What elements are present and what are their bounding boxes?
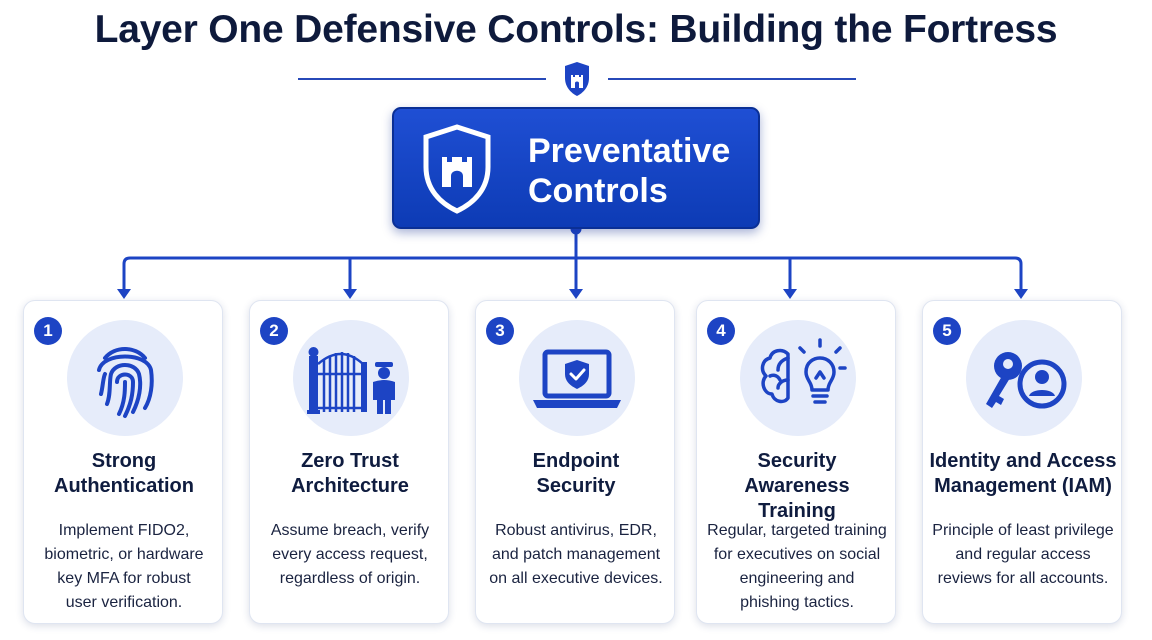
gate-guard-icon — [307, 347, 395, 414]
card-desc-line: reviews for all accounts. — [937, 570, 1109, 587]
card-desc-line: on all executive devices. — [489, 570, 663, 587]
card-desc-line: key MFA for robust — [57, 570, 191, 587]
hero-label-line: Preventative — [528, 132, 731, 170]
card-title-line: Security Awareness — [744, 450, 850, 497]
icon-circle — [293, 320, 409, 436]
title-divider-right — [608, 78, 856, 80]
card-identity-access-management: 5 Identity and Access Management (IAM) P… — [922, 300, 1122, 624]
card-title: Security Awareness Training — [703, 449, 891, 524]
step-number-badge: 2 — [260, 317, 288, 345]
card-desc-line: every access request, — [272, 546, 428, 563]
card-security-awareness-training: 4 Security Awareness Training Regular, t… — [696, 300, 896, 624]
card-endpoint-security: 3 Endpoint Security Robust antivirus, ED… — [475, 300, 675, 624]
preventative-controls-box: Preventative Controls — [392, 107, 760, 229]
card-description: Regular, targeted training for executive… — [705, 519, 889, 615]
icon-circle — [519, 320, 635, 436]
card-title-line: Identity and Access — [929, 450, 1117, 472]
card-description: Implement FIDO2, biometric, or hardware … — [32, 519, 216, 615]
step-number-badge: 3 — [486, 317, 514, 345]
card-title-line: Endpoint — [532, 450, 620, 472]
card-desc-line: Robust antivirus, EDR, — [495, 522, 657, 539]
card-desc-line: for executives on social — [713, 546, 881, 563]
card-title-line: Management (IAM) — [934, 475, 1112, 497]
card-title-line: Strong — [91, 450, 157, 472]
card-desc-line: Regular, targeted training — [707, 522, 887, 539]
icon-circle — [67, 320, 183, 436]
card-desc-line: phishing tactics. — [740, 594, 854, 611]
card-description: Assume breach, verify every access reque… — [258, 519, 442, 591]
step-number-badge: 4 — [707, 317, 735, 345]
card-title-line: Architecture — [291, 475, 409, 497]
card-zero-trust-architecture: 2 — [249, 300, 449, 624]
card-title: Identity and Access Management (IAM) — [929, 449, 1117, 499]
card-desc-line: biometric, or hardware — [44, 546, 204, 563]
card-desc-line: Principle of least privilege — [932, 522, 1114, 539]
title-divider-left — [298, 78, 546, 80]
card-desc-line: Implement FIDO2, — [58, 522, 190, 539]
card-title-line: Training — [758, 500, 836, 522]
card-description: Robust antivirus, EDR, and patch managem… — [484, 519, 668, 591]
card-title: Zero Trust Architecture — [256, 449, 444, 499]
card-title: Endpoint Security — [482, 449, 670, 499]
card-title: Strong Authentication — [30, 449, 218, 499]
step-number-badge: 1 — [34, 317, 62, 345]
castle-shield-icon — [565, 62, 589, 96]
fingerprint-icon — [97, 347, 154, 418]
icon-circle — [740, 320, 856, 436]
hero-label-line: Controls — [528, 172, 668, 210]
card-desc-line: user verification. — [65, 594, 183, 611]
castle-shield-icon — [423, 124, 491, 214]
icon-circle — [966, 320, 1082, 436]
page-title: Layer One Defensive Controls: Building t… — [94, 8, 1058, 51]
card-desc-line: and regular access — [955, 546, 1091, 563]
card-title-line: Authentication — [54, 475, 194, 497]
key-user-icon — [986, 352, 1067, 409]
card-description: Principle of least privilege and regular… — [931, 519, 1115, 591]
laptop-shield-icon — [533, 349, 621, 408]
hero-label: Preventative Controls — [528, 131, 748, 211]
brain-lightbulb-icon — [760, 338, 847, 404]
card-title-line: Zero Trust — [301, 450, 399, 472]
card-desc-line: engineering and — [739, 570, 855, 587]
card-desc-line: and patch management — [491, 546, 661, 563]
card-title-line: Security — [536, 475, 616, 497]
card-desc-line: regardless of origin. — [279, 570, 421, 587]
step-number-badge: 5 — [933, 317, 961, 345]
card-strong-authentication: 1 Strong Authentication Implement FIDO2,… — [23, 300, 223, 624]
card-desc-line: Assume breach, verify — [270, 522, 430, 539]
